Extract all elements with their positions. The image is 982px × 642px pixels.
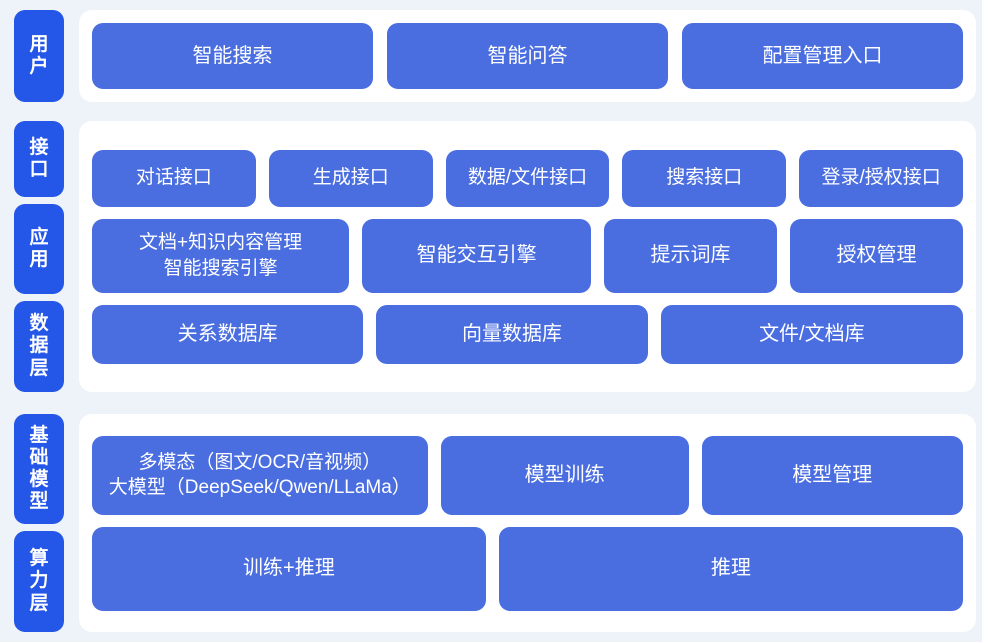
layer-tab-foundation-model[interactable]: 基础模型 bbox=[14, 414, 64, 524]
box-smart-interaction-engine[interactable]: 智能交互引擎 bbox=[362, 218, 591, 293]
layer-tab-data[interactable]: 数据层 bbox=[14, 301, 64, 392]
box-relational-database[interactable]: 关系数据库 bbox=[92, 304, 364, 364]
box-smart-qa[interactable]: 智能问答 bbox=[387, 23, 668, 89]
layer-tab-user[interactable]: 用户 bbox=[14, 10, 64, 102]
layer-tab-application[interactable]: 应用 bbox=[14, 204, 64, 294]
layer-tab-compute-label: 算力层 bbox=[29, 548, 49, 614]
layer-tab-foundation-model-label: 基础模型 bbox=[29, 424, 49, 513]
layer-group-middle: 接口 应用 数据层 对话接口 生成接口 数据/文件接口 搜索接口 登录/授权接口… bbox=[14, 121, 976, 392]
box-config-management-entry[interactable]: 配置管理入口 bbox=[682, 23, 963, 89]
layer-tab-user-label: 用户 bbox=[29, 33, 49, 77]
box-model-training[interactable]: 模型训练 bbox=[440, 435, 689, 515]
row-compute: 训练+推理 推理 bbox=[92, 526, 963, 611]
box-multimodal-large-model[interactable]: 多模态（图文/OCR/音视频） 大模型（DeepSeek/Qwen/LLaMa） bbox=[92, 435, 428, 515]
layer-tab-application-label: 应用 bbox=[29, 226, 49, 270]
layer-group-bottom: 基础模型 算力层 多模态（图文/OCR/音视频） 大模型（DeepSeek/Qw… bbox=[14, 414, 976, 632]
box-file-document-store[interactable]: 文件/文档库 bbox=[660, 304, 963, 364]
box-authorization-management[interactable]: 授权管理 bbox=[790, 218, 964, 293]
layer-tab-interface-label: 接口 bbox=[29, 136, 49, 180]
panel-middle: 对话接口 生成接口 数据/文件接口 搜索接口 登录/授权接口 文档+知识内容管理… bbox=[79, 121, 976, 392]
box-training-and-inference[interactable]: 训练+推理 bbox=[92, 526, 486, 611]
box-inference[interactable]: 推理 bbox=[498, 526, 963, 611]
rail-column-middle: 接口 应用 数据层 bbox=[14, 121, 64, 392]
panel-user: 智能搜索 智能问答 配置管理入口 bbox=[79, 10, 976, 102]
row-interface: 对话接口 生成接口 数据/文件接口 搜索接口 登录/授权接口 bbox=[92, 149, 963, 207]
row-user: 智能搜索 智能问答 配置管理入口 bbox=[92, 23, 963, 89]
box-search-api[interactable]: 搜索接口 bbox=[622, 149, 787, 207]
box-generation-api[interactable]: 生成接口 bbox=[268, 149, 433, 207]
panel-bottom: 多模态（图文/OCR/音视频） 大模型（DeepSeek/Qwen/LLaMa）… bbox=[79, 414, 976, 632]
layer-tab-compute[interactable]: 算力层 bbox=[14, 531, 64, 632]
box-login-auth-api[interactable]: 登录/授权接口 bbox=[799, 149, 963, 207]
box-dialog-api[interactable]: 对话接口 bbox=[92, 149, 256, 207]
row-foundation-model: 多模态（图文/OCR/音视频） 大模型（DeepSeek/Qwen/LLaMa）… bbox=[92, 435, 963, 515]
row-data: 关系数据库 向量数据库 文件/文档库 bbox=[92, 304, 963, 364]
layer-group-user: 用户 智能搜索 智能问答 配置管理入口 bbox=[14, 10, 976, 102]
layer-tab-data-label: 数据层 bbox=[29, 313, 49, 379]
box-smart-search[interactable]: 智能搜索 bbox=[92, 23, 373, 89]
row-application: 文档+知识内容管理 智能搜索引擎 智能交互引擎 提示词库 授权管理 bbox=[92, 218, 964, 293]
box-data-file-api[interactable]: 数据/文件接口 bbox=[445, 149, 610, 207]
box-vector-database[interactable]: 向量数据库 bbox=[376, 304, 648, 364]
rail-column-bottom: 基础模型 算力层 bbox=[14, 414, 64, 632]
rail-column-user: 用户 bbox=[14, 10, 64, 102]
box-document-knowledge-management[interactable]: 文档+知识内容管理 智能搜索引擎 bbox=[92, 218, 350, 293]
box-prompt-library[interactable]: 提示词库 bbox=[603, 218, 777, 293]
box-model-management[interactable]: 模型管理 bbox=[701, 435, 963, 515]
layer-tab-interface[interactable]: 接口 bbox=[14, 121, 64, 197]
